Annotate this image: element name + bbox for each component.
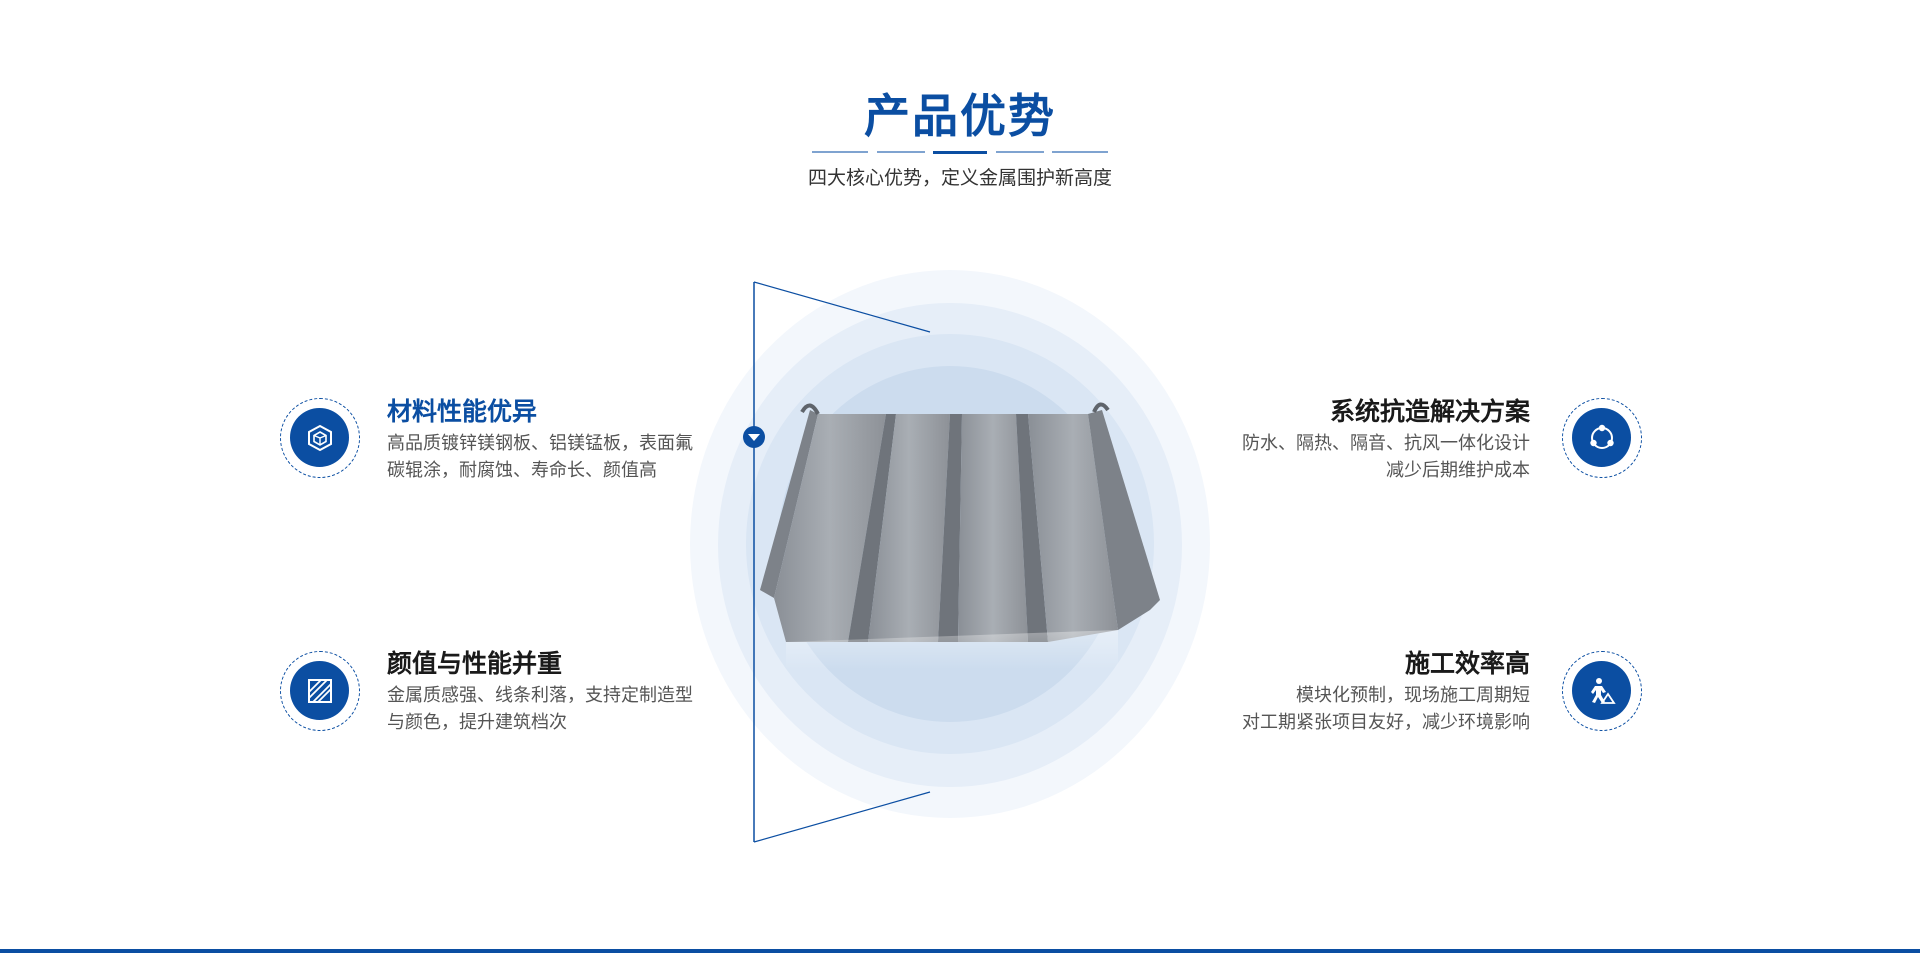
feature-construction: 施工效率高 模块化预制，现场施工周期短 对工期紧张项目友好，减少环境影响: [1150, 648, 1530, 736]
section-title: 产品优势: [864, 89, 1056, 143]
feature-material: 材料性能优异 高品质镀锌镁钢板、铝镁锰板，表面氟 碳辊涂，耐腐蚀、寿命长、颜值高: [387, 396, 767, 484]
feature-system: 系统抗造解决方案 防水、隔热、隔音、抗风一体化设计 减少后期维护成本: [1150, 396, 1530, 484]
feature-title: 系统抗造解决方案: [1329, 397, 1530, 426]
feature-desc-line1: 高品质镀锌镁钢板、铝镁锰板，表面氟: [387, 433, 693, 454]
feature-desc-line2: 与颜色，提升建筑档次: [387, 712, 567, 733]
material-badge: [280, 398, 360, 478]
feature-desc-line1: 防水、隔热、隔音、抗风一体化设计: [1242, 433, 1530, 454]
title-divider: [812, 150, 1108, 154]
system-badge: [1562, 398, 1642, 478]
appearance-badge: [280, 651, 360, 731]
product-visual: [690, 270, 1250, 870]
metal-panel: [760, 402, 1160, 670]
bottom-divider: [0, 949, 1920, 953]
construction-badge: [1562, 651, 1642, 731]
feature-desc-line2: 对工期紧张项目友好，减少环境影响: [1242, 712, 1530, 733]
panel-icon: [307, 678, 332, 703]
feature-desc-line1: 金属质感强、线条利落，支持定制造型: [387, 685, 693, 706]
feature-title: 施工效率高: [1404, 649, 1530, 678]
bracket-lines: [753, 281, 931, 843]
feature-desc-line2: 减少后期维护成本: [1386, 460, 1530, 481]
feature-appearance: 颜值与性能并重 金属质感强、线条利落，支持定制造型 与颜色，提升建筑档次: [387, 648, 767, 736]
cube-icon: [307, 424, 332, 451]
worker-icon: [1590, 677, 1616, 704]
bracket-arrow-icon: [743, 426, 765, 448]
cycle-icon: [1589, 424, 1614, 449]
feature-title: 材料性能优异: [387, 397, 538, 426]
product-image: [743, 281, 1160, 843]
feature-title: 颜值与性能并重: [387, 649, 563, 678]
feature-desc-line2: 碳辊涂，耐腐蚀、寿命长、颜值高: [387, 460, 657, 481]
section-subtitle: 四大核心优势，定义金属围护新高度: [807, 167, 1112, 189]
feature-desc-line1: 模块化预制，现场施工周期短: [1296, 685, 1530, 706]
